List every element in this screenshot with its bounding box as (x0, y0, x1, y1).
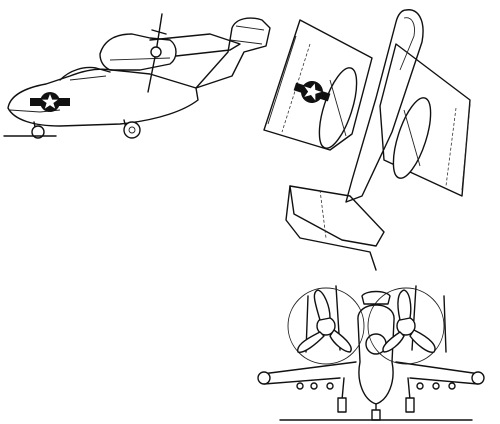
front-view (257, 285, 485, 421)
side-nacelle (99, 33, 177, 71)
front-left-propeller (297, 289, 352, 353)
top-view (263, 9, 471, 271)
side-insignia (30, 92, 70, 112)
top-left-wing (263, 19, 373, 151)
front-left-prop-disk (287, 287, 365, 365)
top-right-wing (379, 43, 471, 197)
side-main-wheel (123, 121, 141, 139)
front-wing (261, 361, 481, 375)
top-insignia (293, 81, 331, 103)
side-propeller (147, 13, 167, 93)
side-fuselage (7, 68, 199, 127)
front-right-propeller (382, 289, 436, 353)
top-fuselage (345, 9, 424, 203)
front-right-prop-disk (367, 287, 445, 365)
front-fuselage (357, 304, 395, 405)
top-tailplane (289, 185, 385, 247)
side-canopy (59, 66, 111, 81)
side-tail-fin (195, 17, 271, 89)
side-view (3, 13, 271, 139)
side-nose-wheel (31, 125, 45, 139)
front-stores (296, 382, 456, 390)
